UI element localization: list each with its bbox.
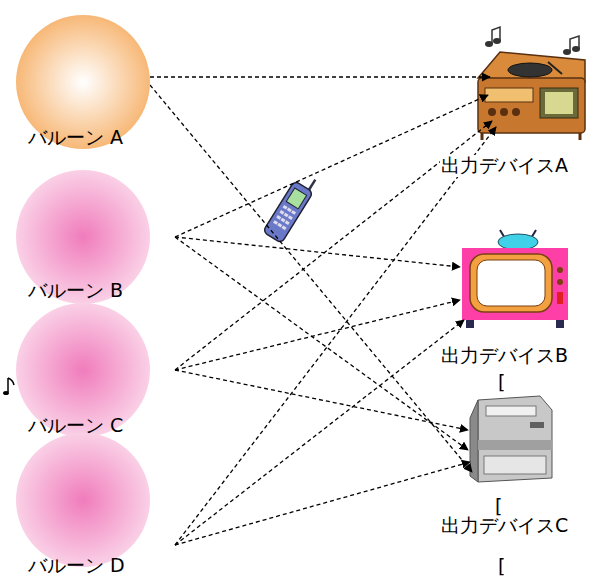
record-player-icon: [478, 27, 585, 140]
balloon-shape: [16, 433, 150, 567]
mobile-phone-icon: [263, 171, 320, 244]
dashed-arrow: [150, 76, 490, 77]
dashed-arrow: [175, 237, 460, 267]
output-device: 出力デバイスA: [440, 45, 600, 180]
balloon-fill: [16, 303, 150, 437]
balloon-label: バルーン B: [28, 280, 123, 302]
tv-icon: [462, 230, 568, 328]
balloon-label: バルーン D: [28, 555, 125, 577]
dashed-arrow: [175, 370, 468, 430]
balloon-circle: バルーン C: [16, 303, 150, 437]
fragment-label: [: [498, 556, 505, 578]
balloon-circle: バルーン D: [16, 433, 150, 567]
dashed-arrow: [175, 127, 496, 545]
printer-icon: [470, 396, 552, 482]
device-label: 出力デバイスC: [440, 515, 569, 537]
fragment-label: [: [498, 372, 505, 394]
music-note-head: [3, 391, 9, 395]
output-device: 出力デバイスC: [440, 390, 600, 539]
dashed-arrow: [150, 85, 472, 472]
music-note-mark: [8, 378, 14, 392]
balloon-fill: [16, 15, 150, 149]
device-label: 出力デバイスB: [440, 345, 569, 367]
dashed-arrow: [175, 320, 464, 545]
device-label: 出力デバイスA: [440, 155, 569, 177]
balloon-label: バルーン A: [28, 127, 123, 149]
balloon-circle: バルーン A: [16, 15, 150, 149]
fragment-label: [: [495, 496, 502, 518]
dashed-arrow: [175, 237, 468, 450]
balloon-fill: [16, 170, 150, 304]
balloon-circle: バルーン B: [16, 170, 150, 304]
output-device: 出力デバイスB: [440, 225, 600, 369]
balloon-fill: [16, 433, 150, 567]
dashed-arrow: [175, 462, 470, 545]
